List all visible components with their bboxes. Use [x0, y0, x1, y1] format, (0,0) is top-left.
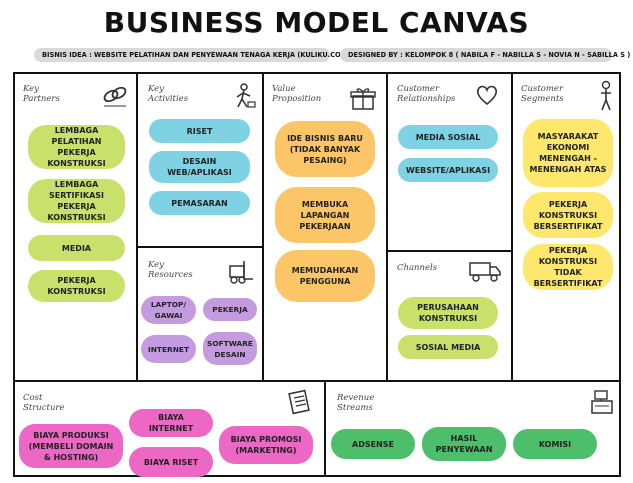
divider	[386, 74, 388, 380]
divider	[511, 74, 513, 380]
value-item: MEMUDAHKAN PENGGUNA	[275, 250, 375, 302]
designed-by-bar: DESIGNED BY : KELOMPOK 8 ( NABILA F - NA…	[340, 48, 630, 62]
divider	[386, 250, 511, 252]
customer-segments-label: Customer Segments	[521, 84, 564, 104]
forklift-icon	[229, 261, 253, 284]
key-partners-label: Key Partners	[23, 84, 60, 104]
customer-relationships-label: Customer Relationships	[397, 84, 455, 104]
divider	[136, 74, 138, 380]
divider	[324, 380, 326, 475]
divider	[15, 380, 619, 382]
section-label-line: Relationships	[397, 94, 456, 104]
cash-register-icon	[591, 390, 613, 414]
cost-item: BIAYA RISET	[129, 447, 213, 477]
heart-icon	[476, 85, 498, 106]
section-label-line: Cost	[23, 393, 43, 403]
revenue-item: ADSENSE	[331, 429, 415, 459]
channels-label: Channels	[397, 263, 437, 273]
section-label-line: Segments	[521, 94, 564, 104]
segment-item: MASYARAKAT EKONOMI MENENGAH - MENENGAH A…	[523, 119, 613, 187]
section-label-line: Customer	[521, 84, 564, 94]
partner-item: PEKERJA KONSTRUKSI	[28, 270, 125, 302]
section-label-line: Key	[148, 260, 164, 270]
relationship-item: WEBSITE/APLIKASI	[398, 158, 498, 182]
chain-links-icon	[103, 86, 127, 107]
segment-item: PEKERJA KONSTRUKSI BERSERTIFIKAT	[523, 192, 613, 238]
revenue-item: HASIL PENYEWAAN	[422, 427, 506, 461]
resource-item: SOFTWARE DESAIN	[203, 332, 257, 365]
partner-item: MEDIA	[28, 235, 125, 261]
cost-item: BIAYA PRODUKSI (MEMBELI DOMAIN & HOSTING…	[19, 424, 123, 468]
resource-item: INTERNET	[141, 335, 196, 363]
page-title: BUSINESS MODEL CANVAS	[103, 6, 530, 39]
partner-item: LEMBAGA SERTIFIKASI PEKERJA KONSTRUKSI	[28, 179, 125, 223]
section-label-line: Partners	[23, 94, 60, 104]
revenue-item: KOMISI	[513, 429, 597, 459]
section-label-line: Structure	[23, 403, 65, 413]
section-label-line: Streams	[337, 403, 373, 413]
key-activities-label: Key Activities	[148, 84, 188, 104]
activity-item: PEMASARAN	[149, 191, 250, 215]
canvas-board: Key Partners LEMBAGA PELATIHAN PEKERJA K…	[13, 72, 621, 477]
value-proposition-label: Value Proposition	[272, 84, 321, 104]
activity-item: RISET	[149, 119, 250, 143]
section-label-line: Customer	[397, 84, 440, 94]
section-label-line: Key	[148, 84, 164, 94]
section-label-line: Proposition	[272, 94, 322, 104]
gift-icon	[350, 88, 376, 110]
divider	[136, 246, 262, 248]
truck-icon	[469, 262, 501, 282]
person-icon	[601, 80, 611, 111]
value-item: MEMBUKA LAPANGAN PEKERJAAN	[275, 187, 375, 243]
section-label-line: Channels	[397, 263, 438, 273]
section-label-line: Revenue	[337, 393, 375, 403]
channel-item: SOSIAL MEDIA	[398, 335, 498, 359]
revenue-streams-label: Revenue Streams	[337, 393, 374, 413]
partner-item: LEMBAGA PELATIHAN PEKERJA KONSTRUKSI	[28, 125, 125, 169]
worker-icon	[236, 83, 256, 108]
relationship-item: MEDIA SOSIAL	[398, 125, 498, 149]
cost-item: BIAYA INTERNET	[129, 409, 213, 437]
resource-item: LAPTOP/ GAWAI	[141, 296, 196, 324]
section-label-line: Resources	[148, 270, 193, 280]
cost-item: BIAYA PROMOSI (MARKETING)	[219, 426, 313, 464]
resource-item: PEKERJA	[203, 298, 257, 321]
business-idea-bar: BISNIS IDEA : WEBSITE PELATIHAN DAN PENY…	[34, 48, 350, 62]
divider	[262, 74, 264, 380]
segment-item: PEKERJA KONSTRUKSI TIDAK BERSERTIFIKAT	[523, 244, 613, 290]
channel-item: PERUSAHAAN KONSTRUKSI	[398, 297, 498, 329]
receipt-icon	[288, 389, 310, 415]
section-label-line: Key	[23, 84, 39, 94]
section-label-line: Activities	[148, 94, 189, 104]
activity-item: DESAIN WEB/APLIKASI	[149, 151, 250, 183]
key-resources-label: Key Resources	[148, 260, 193, 280]
value-item: IDE BISNIS BARU (TIDAK BANYAK PESAING)	[275, 121, 375, 177]
cost-structure-label: Cost Structure	[23, 393, 65, 413]
section-label-line: Value	[272, 84, 296, 94]
